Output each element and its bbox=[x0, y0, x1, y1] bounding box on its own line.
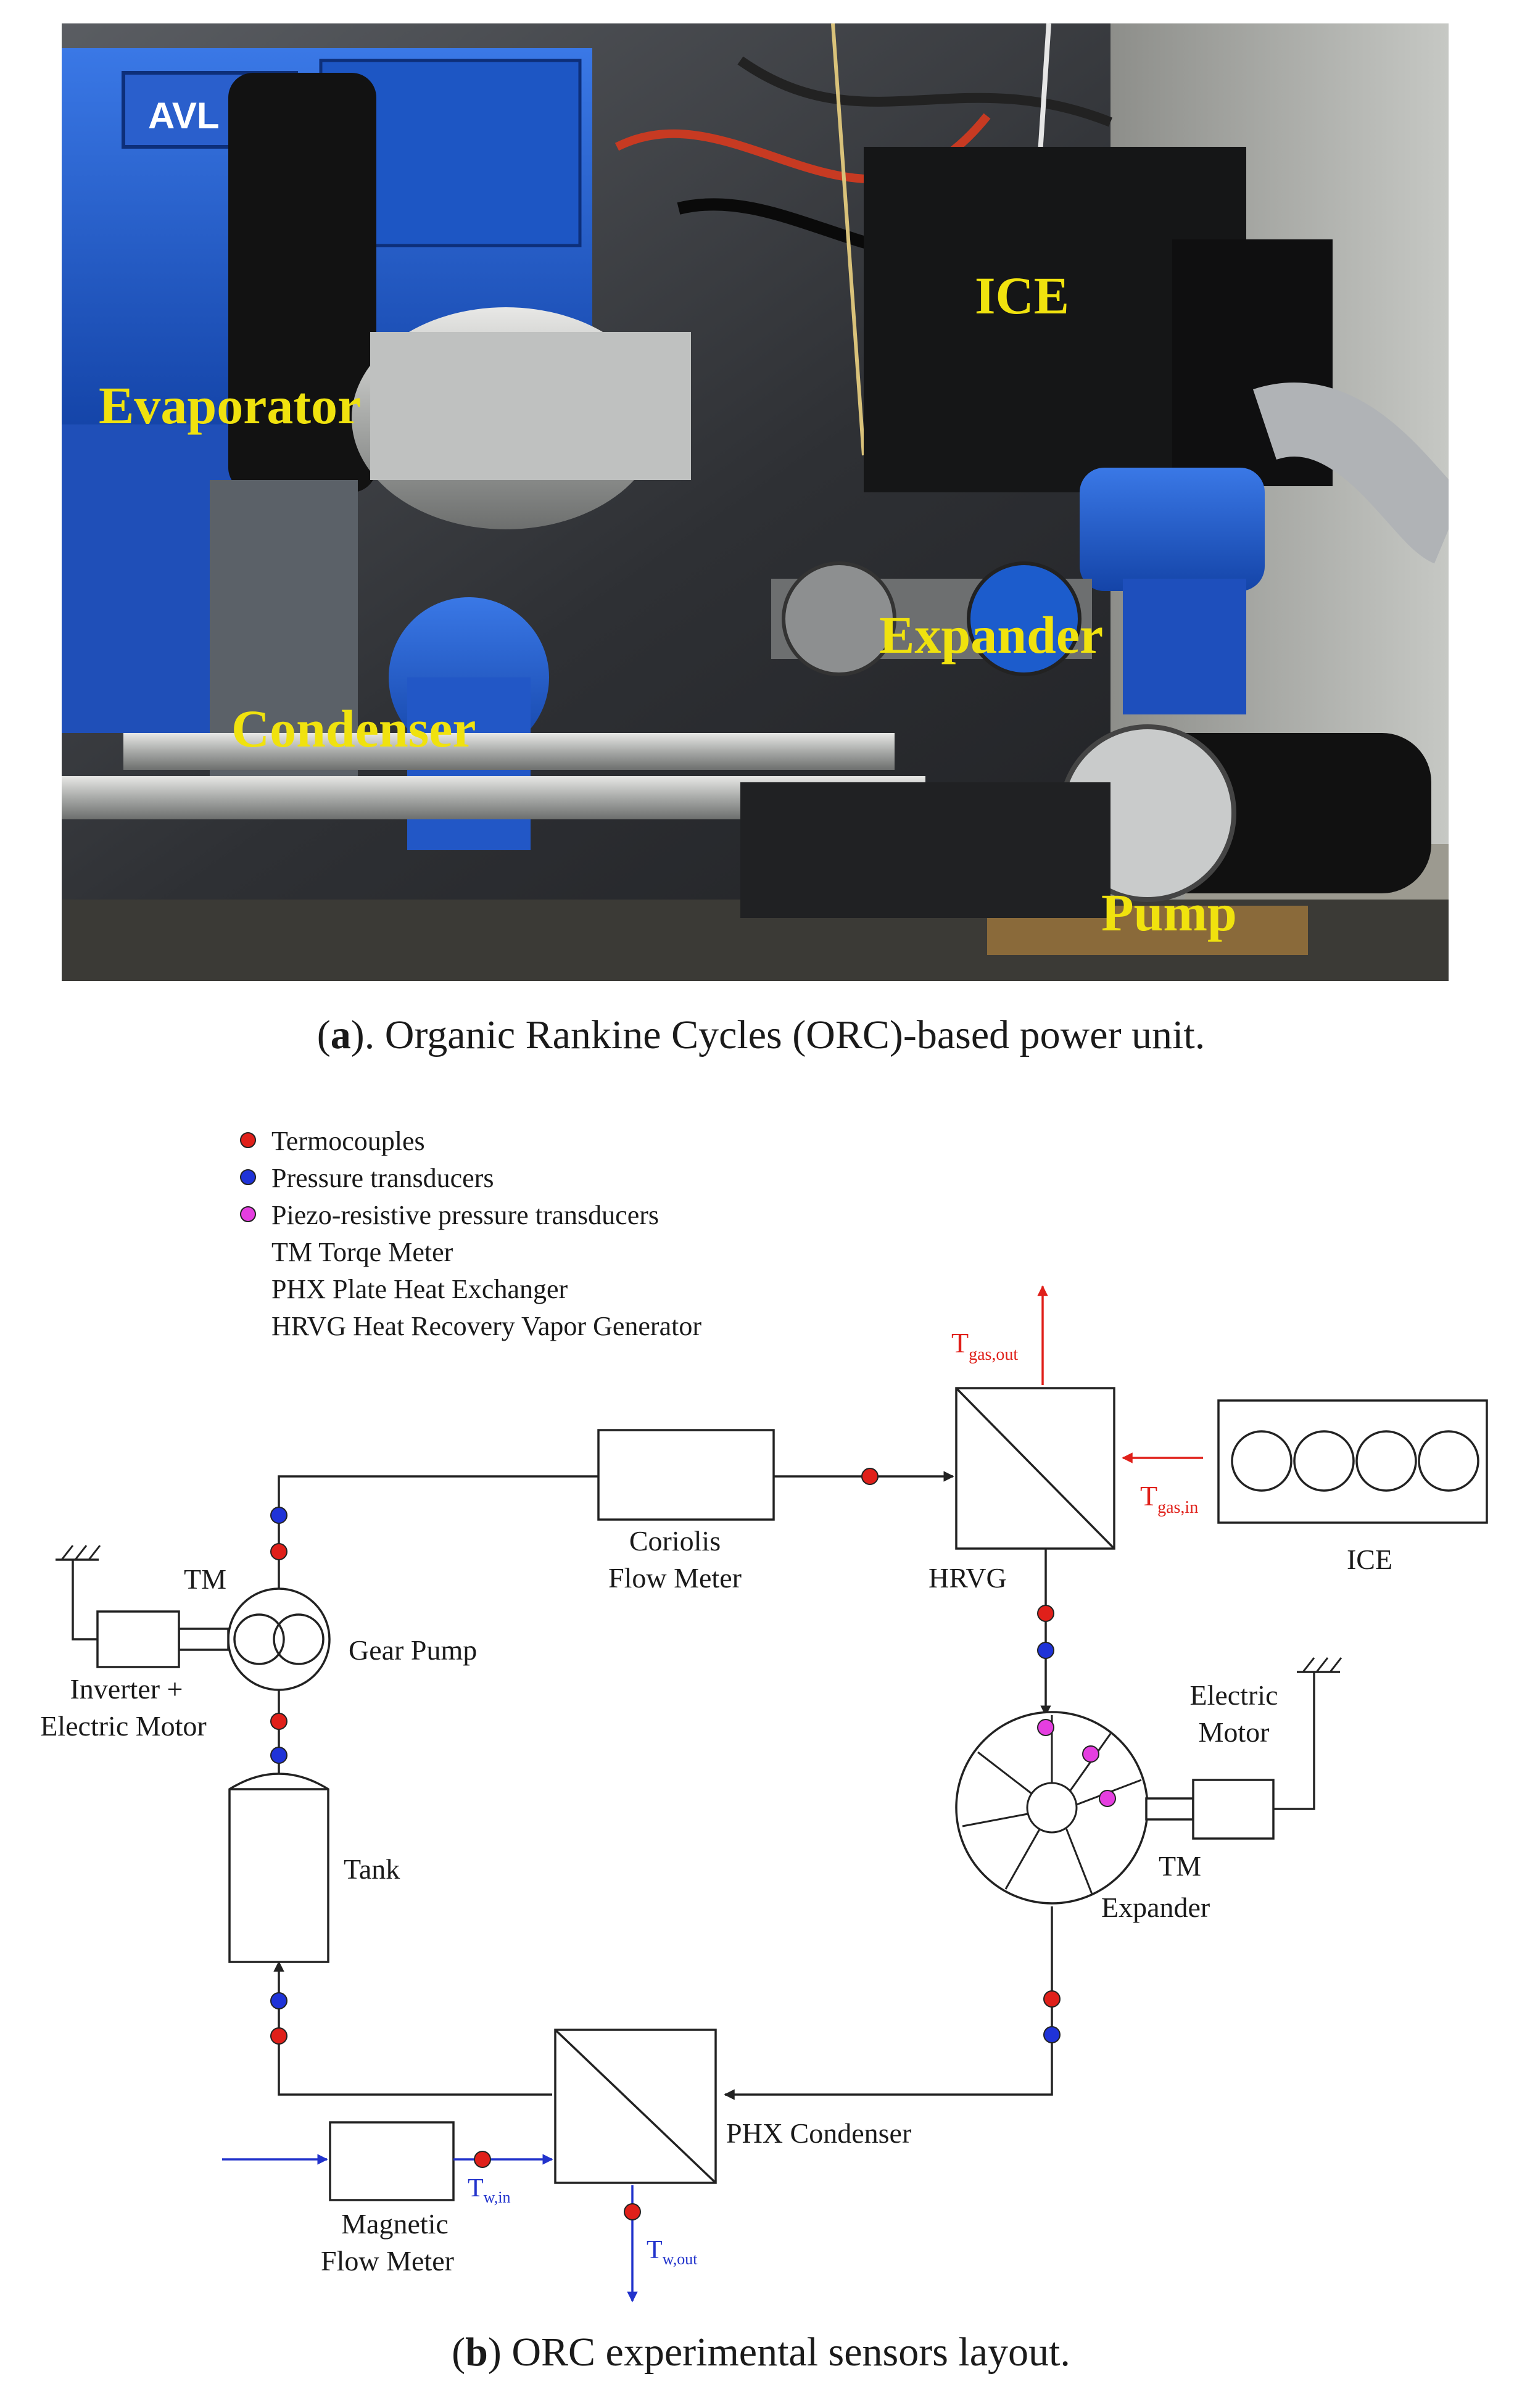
inverter-motor-box bbox=[96, 1610, 180, 1668]
pump-label: Pump bbox=[1101, 883, 1237, 942]
caption-a: (a). Organic Rankine Cycles (ORC)-based … bbox=[0, 1012, 1522, 1059]
legend: Termocouples Pressure transducers Piezo-… bbox=[240, 1126, 701, 1341]
inverter-label-1: Inverter + bbox=[70, 1673, 183, 1705]
magnetic-label-1: Magnetic bbox=[341, 2208, 449, 2240]
tm-right-shaft bbox=[1145, 1797, 1194, 1821]
magnetic-flow-meter-box bbox=[329, 2121, 455, 2201]
gear-pump-label: Gear Pump bbox=[349, 1634, 477, 1666]
coriolis-label-1: Coriolis bbox=[629, 1525, 721, 1557]
diagram-svg: Termocouples Pressure transducers Piezo-… bbox=[40, 1126, 1488, 2302]
electric-motor-box bbox=[1192, 1779, 1275, 1840]
ice-cylinder-2 bbox=[1293, 1430, 1355, 1492]
expander-label: Expander bbox=[879, 605, 1103, 664]
caption-a-text: ). Organic Rankine Cycles (ORC)-based po… bbox=[350, 1012, 1206, 1057]
sensor-temp-water-in bbox=[474, 2151, 491, 2168]
sensor-pressure-pump-inlet bbox=[270, 1747, 287, 1764]
ground-wire-left bbox=[72, 1560, 97, 1641]
legend-pressure: Pressure transducers bbox=[271, 1163, 494, 1193]
caption-b-letter: b bbox=[465, 2330, 488, 2375]
sensor-piezo-1 bbox=[1037, 1719, 1054, 1736]
caption-a-letter: a bbox=[330, 1012, 351, 1057]
coriolis-label-2: Flow Meter bbox=[608, 1562, 742, 1594]
legend-pressure-dot bbox=[240, 1169, 256, 1185]
sensor-temp-pump-outlet bbox=[270, 1543, 287, 1560]
hrvg-label: HRVG bbox=[929, 1562, 1007, 1594]
phx-condenser-label: PHX Condenser bbox=[726, 2117, 911, 2149]
sensor-temp-hrvg-outlet bbox=[1037, 1605, 1054, 1622]
gear-pump-gear-1 bbox=[233, 1613, 285, 1665]
legend-piezo: Piezo-resistive pressure transducers bbox=[271, 1200, 659, 1230]
caption-a-prefix: ( bbox=[316, 1012, 331, 1057]
evaporator-label: Evaporator bbox=[99, 376, 361, 435]
sensor-layout-diagram: Termocouples Pressure transducers Piezo-… bbox=[0, 1098, 1522, 2307]
tm-left-shaft bbox=[178, 1628, 230, 1651]
sensor-piezo-3 bbox=[1099, 1790, 1116, 1807]
tm-left-label: TM bbox=[184, 1563, 226, 1595]
ice-label: ICE bbox=[975, 266, 1069, 325]
sensor-dots bbox=[270, 1468, 1116, 2220]
sensor-pressure-tank-inlet bbox=[270, 1992, 287, 2009]
condenser-label: Condenser bbox=[231, 699, 476, 758]
caption-b-prefix: ( bbox=[452, 2330, 466, 2375]
pipe-phx-to-tank bbox=[273, 1961, 552, 2096]
gear-pump-gear-2 bbox=[273, 1613, 325, 1665]
tank bbox=[228, 1773, 329, 1963]
pipe-expander-to-phx bbox=[724, 1906, 1053, 2100]
caption-b-text: ) ORC experimental sensors layout. bbox=[487, 2330, 1070, 2375]
photo-illustration: AVL bbox=[62, 23, 1449, 981]
phx-diagonal bbox=[554, 2029, 717, 2184]
sensor-pressure-expander-outlet bbox=[1043, 2026, 1061, 2043]
ice-cylinder-1 bbox=[1231, 1430, 1292, 1492]
sensor-temp-expander-outlet bbox=[1043, 1990, 1061, 2008]
t-gas-out-label: Tgas,out bbox=[951, 1327, 1018, 1364]
ground-wire-right bbox=[1273, 1672, 1315, 1810]
magnetic-label-2: Flow Meter bbox=[321, 2245, 454, 2277]
sensor-temp-pump-inlet bbox=[270, 1713, 287, 1730]
sensor-pressure-hrvg-outlet bbox=[1037, 1642, 1054, 1659]
hrvg-diagonal bbox=[955, 1387, 1115, 1550]
sensor-temp-tank-inlet bbox=[270, 2027, 287, 2045]
sensor-pressure-pump-outlet bbox=[270, 1507, 287, 1524]
legend-thermocouple: Termocouples bbox=[271, 1126, 425, 1156]
legend-thermocouple-dot bbox=[240, 1132, 256, 1148]
ice-label: ICE bbox=[1347, 1544, 1392, 1575]
inverter-label-2: Electric Motor bbox=[40, 1710, 207, 1742]
ice-cylinder-3 bbox=[1355, 1430, 1417, 1492]
expander-label: Expander bbox=[1101, 1892, 1210, 1923]
tm-right-label: TM bbox=[1159, 1850, 1201, 1882]
legend-note-phx: PHX Plate Heat Exchanger bbox=[271, 1274, 568, 1304]
legend-note-hrvg: HRVG Heat Recovery Vapor Generator bbox=[271, 1311, 701, 1341]
gear-pump bbox=[227, 1587, 331, 1691]
sensor-temp-hrvg-inlet bbox=[861, 1468, 879, 1485]
avl-logo: AVL bbox=[148, 95, 220, 136]
t-w-in-label: Tw,in bbox=[468, 2174, 510, 2206]
legend-note-tm: TM Torqe Meter bbox=[271, 1237, 453, 1267]
orc-unit-photo: AVL bbox=[62, 23, 1449, 981]
t-w-out-label: Tw,out bbox=[647, 2236, 698, 2268]
legend-piezo-dot bbox=[240, 1206, 256, 1222]
sensor-temp-water-out bbox=[624, 2203, 641, 2220]
pipe-pump-to-coriolis bbox=[278, 1475, 598, 1601]
tank-label: Tank bbox=[344, 1853, 400, 1885]
electric-motor-label-1: Electric bbox=[1189, 1679, 1278, 1711]
ice-cylinder-4 bbox=[1418, 1430, 1479, 1492]
coriolis-box bbox=[597, 1429, 775, 1521]
caption-b: (b) ORC experimental sensors layout. bbox=[0, 2329, 1522, 2376]
t-gas-in-label: Tgas,in bbox=[1140, 1480, 1198, 1517]
sensor-piezo-2 bbox=[1082, 1745, 1099, 1763]
electric-motor-label-2: Motor bbox=[1199, 1716, 1270, 1748]
